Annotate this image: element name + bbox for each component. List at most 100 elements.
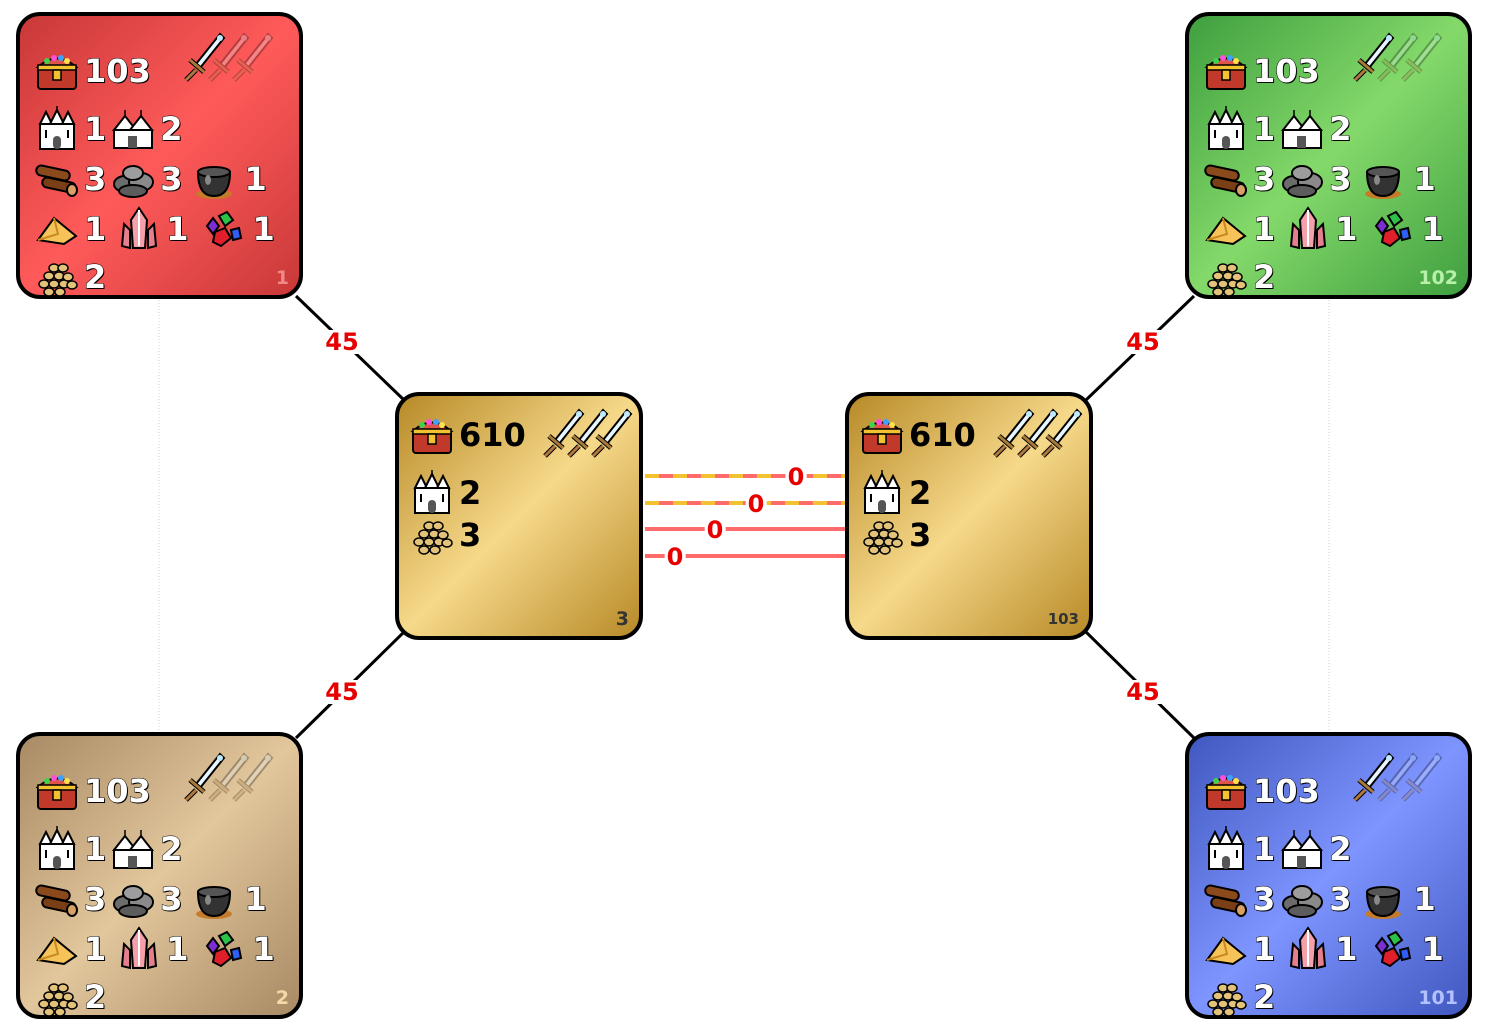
gold-ore-icon [1203,206,1249,252]
castle-count: 1 [84,112,106,146]
sword-icon [1399,750,1445,802]
crystal-count: 1 [1335,932,1357,966]
tile-id: 2 [276,987,289,1009]
gems-count: 1 [1422,932,1444,966]
grain-icon [1203,254,1249,300]
army-strength [541,406,635,458]
cauldron-icon [1360,876,1406,922]
stone-count: 3 [160,162,182,196]
link-label-tan-left: 45 [323,680,360,704]
treasure-chest-icon [34,768,80,814]
treasure-chest-icon [1203,48,1249,94]
region-tile-gold-left[interactable]: 610 2 3 3 [395,392,643,640]
bridge-label-4: 0 [665,545,686,569]
castle-icon [34,826,80,872]
grain-icon [34,974,80,1020]
sword-icon [230,750,276,802]
tile-id: 1 [276,267,289,289]
stone-count: 3 [160,882,182,916]
wood-icon [1203,156,1249,202]
sword-icon [589,406,635,458]
fort-count: 2 [1329,832,1351,866]
gems-count: 1 [253,212,275,246]
sword-icon [1039,406,1085,458]
tile-id: 102 [1418,267,1458,289]
tile-id: 103 [1048,608,1079,630]
cauldron-icon [191,876,237,922]
crystal-icon [1285,926,1331,972]
castle-count: 2 [909,476,931,510]
cauldron-count: 1 [1414,162,1436,196]
treasure-chest-icon [409,412,455,458]
wood-count: 3 [84,162,106,196]
sword-icon [230,30,276,82]
cauldron-icon [1360,156,1406,202]
treasure-value: 103 [1253,54,1320,88]
fort-count: 2 [1329,112,1351,146]
crystal-count: 1 [1335,212,1357,246]
fort-count: 2 [160,832,182,866]
stone-icon [110,876,156,922]
grain-icon [409,512,455,558]
crystal-count: 1 [166,932,188,966]
wood-count: 3 [84,882,106,916]
cauldron-count: 1 [1414,882,1436,916]
fort-count: 2 [160,112,182,146]
link-label-red-left: 45 [323,330,360,354]
wood-icon [1203,876,1249,922]
army-strength [182,30,276,82]
cauldron-count: 1 [245,882,267,916]
gold-ore-count: 1 [84,212,106,246]
link-label-green-right: 45 [1124,330,1161,354]
wood-icon [34,876,80,922]
fort-icon [110,106,156,152]
bridge-label-2: 0 [746,492,767,516]
sword-icon [1399,30,1445,82]
bridge-label-3: 0 [705,518,726,542]
grain-icon [859,512,905,558]
army-strength [182,750,276,802]
treasure-chest-icon [1203,768,1249,814]
region-tile-gold-right[interactable]: 610 2 3 103 [845,392,1093,640]
stone-icon [1279,876,1325,922]
gold-ore-icon [34,206,80,252]
gems-count: 1 [1422,212,1444,246]
grain-count: 2 [1253,980,1275,1014]
stone-icon [110,156,156,202]
wood-icon [34,156,80,202]
stone-count: 3 [1329,882,1351,916]
stone-count: 3 [1329,162,1351,196]
crystal-icon [116,926,162,972]
castle-count: 1 [1253,112,1275,146]
castle-icon [1203,106,1249,152]
gems-icon [199,926,245,972]
grain-icon [1203,974,1249,1020]
dotted-guides [159,300,1329,733]
fort-icon [1279,106,1325,152]
treasure-chest-icon [34,48,80,94]
fort-icon [1279,826,1325,872]
army-strength [1351,30,1445,82]
grain-count: 2 [1253,260,1275,294]
treasure-chest-icon [859,412,905,458]
gems-icon [1368,926,1414,972]
treasure-value: 103 [1253,774,1320,808]
cauldron-count: 1 [245,162,267,196]
crystal-count: 1 [166,212,188,246]
cauldron-icon [191,156,237,202]
bridge-label-1: 0 [786,465,807,489]
gold-ore-count: 1 [1253,932,1275,966]
gems-icon [1368,206,1414,252]
grain-count: 3 [459,518,481,552]
grain-icon [34,254,80,300]
stone-icon [1279,156,1325,202]
tile-id: 101 [1418,987,1458,1009]
grain-count: 2 [84,260,106,294]
gems-count: 1 [253,932,275,966]
crystal-icon [116,206,162,252]
castle-icon [34,106,80,152]
